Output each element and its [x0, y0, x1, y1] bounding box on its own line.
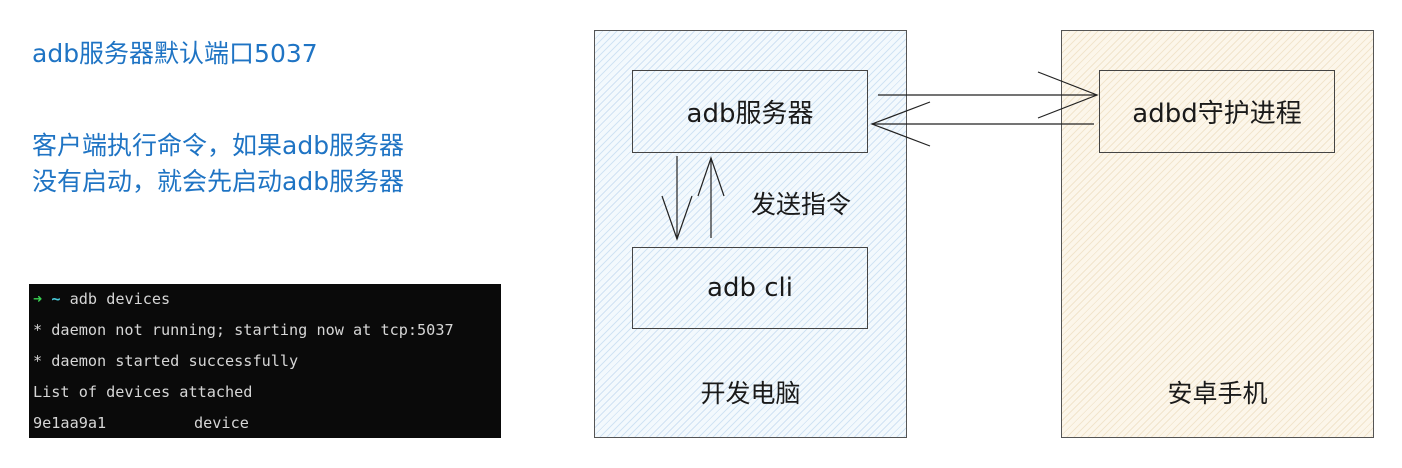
cli-to-server-arrow	[697, 156, 725, 238]
port-note: adb服务器默认端口5037	[32, 39, 318, 68]
device-state: device	[194, 414, 249, 432]
send-command-label: 发送指令	[751, 190, 852, 219]
adb-cli-box: adb cli	[632, 247, 868, 329]
terminal-command-line: ➜ ~ adb devices	[33, 286, 501, 317]
adb-server-label: adb服务器	[686, 99, 814, 129]
prompt-directory: ~	[51, 290, 61, 308]
terminal-screenshot: ➜ ~ adb devices * daemon not running; st…	[29, 284, 501, 438]
pc-label: 开发电脑	[700, 379, 801, 408]
terminal-output-line: * daemon started successfully	[33, 352, 299, 370]
start-note-line-2: 没有启动，就会先启动adb服务器	[32, 167, 405, 196]
prompt-arrow-icon: ➜	[33, 290, 43, 308]
adbd-daemon-box: adbd守护进程	[1099, 70, 1335, 153]
adbd-daemon-label: adbd守护进程	[1132, 99, 1302, 129]
adb-server-box: adb服务器	[632, 70, 868, 153]
terminal-output-line: * daemon not running; starting now at tc…	[33, 321, 454, 339]
adb-cli-label: adb cli	[707, 273, 793, 303]
start-note-line-1: 客户端执行命令，如果adb服务器	[32, 131, 405, 160]
terminal-output-line: List of devices attached	[33, 383, 253, 401]
server-to-adbd-arrow	[878, 71, 1099, 119]
adbd-to-server-arrow	[870, 101, 1094, 147]
phone-label: 安卓手机	[1167, 379, 1268, 408]
terminal-command: adb devices	[69, 290, 171, 308]
server-to-cli-arrow	[661, 156, 693, 241]
device-id: 9e1aa9a1	[33, 414, 107, 432]
start-note: 客户端执行命令，如果adb服务器 没有启动，就会先启动adb服务器	[32, 128, 552, 200]
terminal-device-row: 9e1aa9a1 device	[33, 410, 501, 441]
